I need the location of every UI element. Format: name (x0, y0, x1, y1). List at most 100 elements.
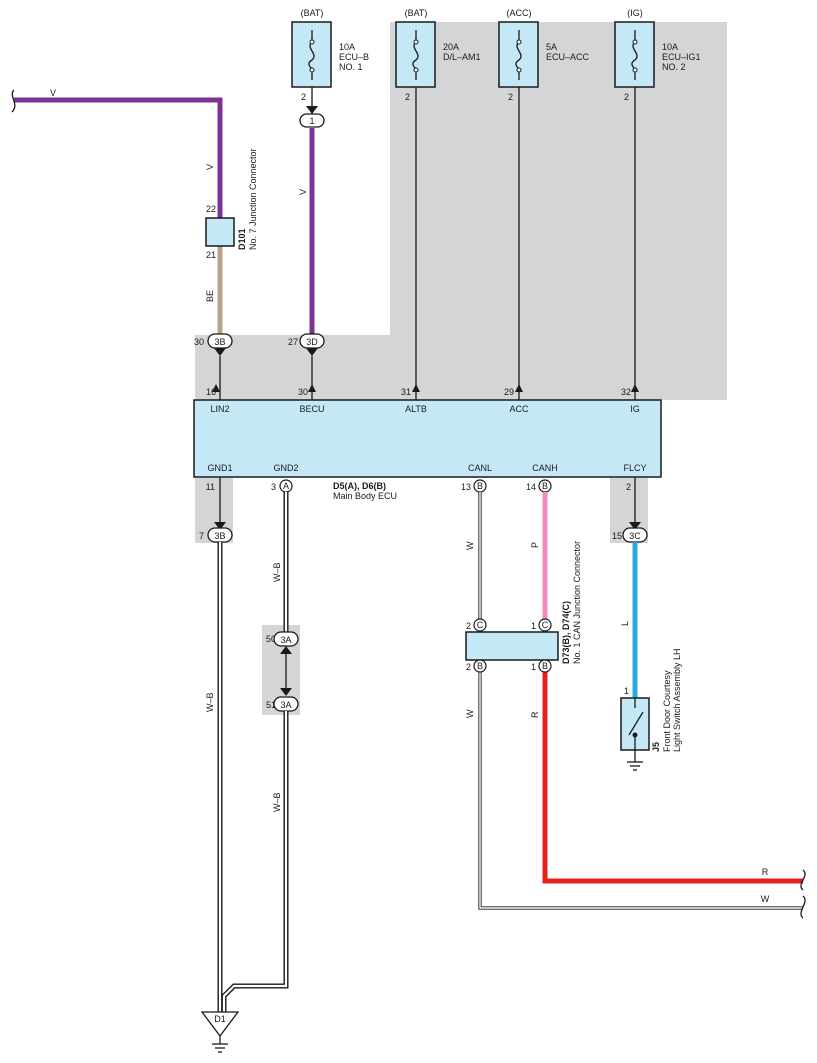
connector-3b-top: 30 3B (194, 333, 233, 400)
component-ref: D73(B), D74(C) (561, 601, 571, 664)
fuse-name-2: NO. 1 (339, 62, 363, 72)
junction-can: 2 C 2 B 1 C 1 B D73(B), D74(C) No. 1 CAN… (465, 541, 582, 673)
component-name: No. 7 Junction Connector (248, 148, 258, 250)
terminal-label: GND2 (273, 463, 298, 473)
svg-text:B: B (477, 481, 483, 491)
fuse-pin: 2 (624, 92, 629, 102)
pin-label: 50 (266, 634, 276, 644)
pin-label: 29 (504, 387, 514, 397)
fuse-icon (308, 41, 315, 71)
wire-violet-center: V 1 (298, 106, 325, 336)
terminal-label: IG (630, 404, 640, 414)
pin-label: 1 (531, 621, 536, 631)
svg-text:3A: 3A (280, 700, 291, 710)
pin-label: 51 (266, 700, 276, 710)
fuse-supply-label: (IG) (627, 8, 643, 18)
terminal-label: ALTB (405, 404, 427, 414)
wire-gnd1: 7 3B W–B (199, 477, 233, 1012)
wire-color-label: R (530, 711, 540, 718)
wire-break-icon (11, 89, 16, 113)
component-name: Main Body ECU (333, 491, 397, 501)
fuse-supply-label: (ACC) (507, 8, 532, 18)
wire-color-label: V (50, 88, 56, 98)
fuse-pin: 2 (301, 92, 306, 102)
wire-color-label: V (298, 189, 308, 195)
fuse-rating: 10A (339, 42, 355, 52)
fuse-name: ECU–B (339, 52, 369, 62)
main-body-ecu: 16 30 31 29 32 LIN2 BECU ALTB ACC IG GND… (193, 387, 662, 501)
fuse-icon (631, 41, 638, 71)
ground-icon (627, 761, 643, 771)
pin-label: 32 (621, 387, 631, 397)
component-ref: D101 (237, 228, 247, 250)
pin-label: 2 (626, 482, 631, 492)
wire-canh: P R R (530, 492, 803, 884)
fuse-supply-label: (BAT) (301, 8, 324, 18)
ground-d1: D1 (200, 1011, 240, 1053)
pin-label: 1 (531, 662, 536, 672)
terminal-label: ACC (509, 404, 529, 414)
component-name-2: Light Switch Assembly LH (672, 648, 682, 752)
wire-color-label: P (530, 542, 540, 548)
component-name: No. 1 CAN Junction Connector (572, 541, 582, 664)
terminal-label: GND1 (207, 463, 232, 473)
pin-label: 2 (466, 662, 471, 672)
pin-label: 14 (526, 482, 536, 492)
terminal-label: FLCY (623, 463, 646, 473)
fuse-name-2: NO. 2 (662, 62, 686, 72)
svg-text:3B: 3B (214, 337, 225, 347)
svg-text:C: C (477, 620, 484, 630)
pin-label: 11 (206, 482, 215, 492)
wire-break-right (800, 869, 806, 919)
pin-label: 30 (298, 387, 308, 397)
fuse-rating: 20A (443, 42, 459, 52)
wire-color-label: W (465, 709, 475, 718)
svg-text:B: B (477, 661, 483, 671)
wire-color-label: W (465, 541, 475, 550)
pin-label: 22 (206, 204, 216, 214)
shaded-regions (195, 22, 727, 715)
wire-color-label: W–B (205, 692, 215, 712)
pin-label: 7 (199, 531, 204, 541)
svg-text:3C: 3C (629, 531, 641, 541)
fuse-dl-am1: (BAT) 20A D/L–AM1 2 (395, 8, 481, 102)
component-ref: J5 (651, 742, 661, 752)
fuse-pin: 2 (405, 92, 410, 102)
svg-text:3A: 3A (280, 635, 291, 645)
svg-text:3B: 3B (214, 531, 225, 541)
wire-beige: BE (205, 246, 223, 338)
ecu-bottom-pins: 11 3 A 13 B 14 B 2 (206, 479, 631, 493)
switch-icon (628, 698, 644, 750)
switch-j5: 1 J5 Front Door Courtesy Light Switch As… (620, 648, 682, 771)
ground-label: D1 (214, 1014, 226, 1024)
wire-gnd2: W–B 50 3A 51 3A W–B (221, 492, 299, 1012)
ground-icon (212, 1043, 228, 1053)
svg-text:C: C (542, 620, 549, 630)
fuse-supply-label: (BAT) (405, 8, 428, 18)
svg-text:A: A (283, 481, 289, 491)
fuse-ecu-b-no1: (BAT) 10A ECU–B NO. 1 2 (291, 8, 369, 102)
fuse-name: ECU–ACC (546, 52, 590, 62)
svg-text:B: B (542, 481, 548, 491)
terminal-label: CANL (468, 463, 492, 473)
wire-color-label: V (205, 164, 215, 170)
terminal-label: BECU (299, 404, 324, 414)
svg-text:B: B (542, 661, 548, 671)
pin-label: 13 (461, 482, 471, 492)
fuse-pin: 2 (508, 92, 513, 102)
svg-text:1: 1 (309, 116, 314, 126)
pin-label: 15 (612, 531, 622, 541)
pin-label: 2 (466, 621, 471, 631)
pin-label: 30 (194, 337, 204, 347)
wire-color-label: W–B (272, 792, 282, 812)
fuse-rating: 10A (662, 42, 678, 52)
wire-color-label: L (620, 621, 630, 626)
wire-violet-left: V V (11, 88, 223, 218)
terminal-label: LIN2 (210, 404, 229, 414)
wire-color-label: BE (205, 290, 215, 302)
fuse-icon (412, 41, 419, 71)
fuse-icon (515, 41, 522, 71)
inline-connector (299, 113, 325, 128)
component-ref: D5(A), D6(B) (333, 481, 386, 491)
